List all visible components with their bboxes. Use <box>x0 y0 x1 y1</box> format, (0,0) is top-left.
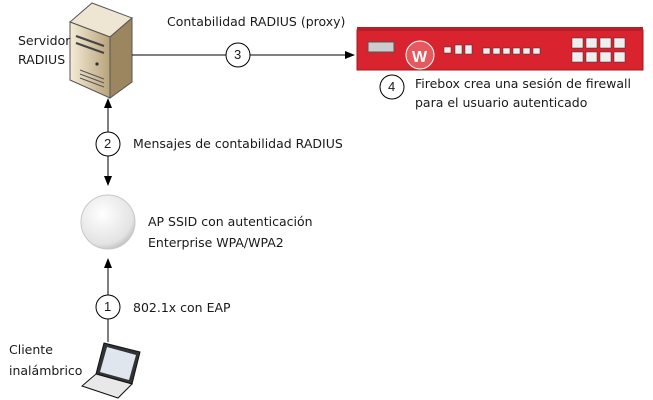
step-4-label-line2: para el usuario autenticado <box>415 95 588 110</box>
laptop-icon <box>81 342 141 399</box>
step-4-circle <box>379 74 405 100</box>
ap-label-line1: AP SSID con autenticación <box>148 214 313 229</box>
step-1-circle <box>95 294 121 320</box>
step-2-circle <box>95 131 121 157</box>
step-4-number: 4 <box>388 79 396 94</box>
ap-label-line2: Enterprise WPA/WPA2 <box>148 235 284 250</box>
server-label-line1: Servidor <box>18 33 71 48</box>
client-label-line2: inalámbrico <box>9 363 83 378</box>
client-label-line1: Cliente <box>9 342 53 357</box>
server-label-line2: RADIUS <box>18 52 66 67</box>
step-4-label-line1: Firebox crea una sesión de firewall <box>415 76 632 91</box>
step-2-number: 2 <box>104 136 112 151</box>
radius-server-icon <box>69 2 133 99</box>
step-2-label: Mensajes de contabilidad RADIUS <box>133 136 343 151</box>
step-3-number: 3 <box>234 47 242 62</box>
step-3-circle <box>225 42 251 68</box>
step-3-label: Contabilidad RADIUS (proxy) <box>167 14 346 29</box>
step-1-label: 802.1x con EAP <box>133 300 231 315</box>
svg-text:W: W <box>412 49 428 66</box>
access-point-icon <box>80 194 136 250</box>
step-1-number: 1 <box>104 299 112 314</box>
firebox-appliance-icon: W <box>356 27 644 71</box>
